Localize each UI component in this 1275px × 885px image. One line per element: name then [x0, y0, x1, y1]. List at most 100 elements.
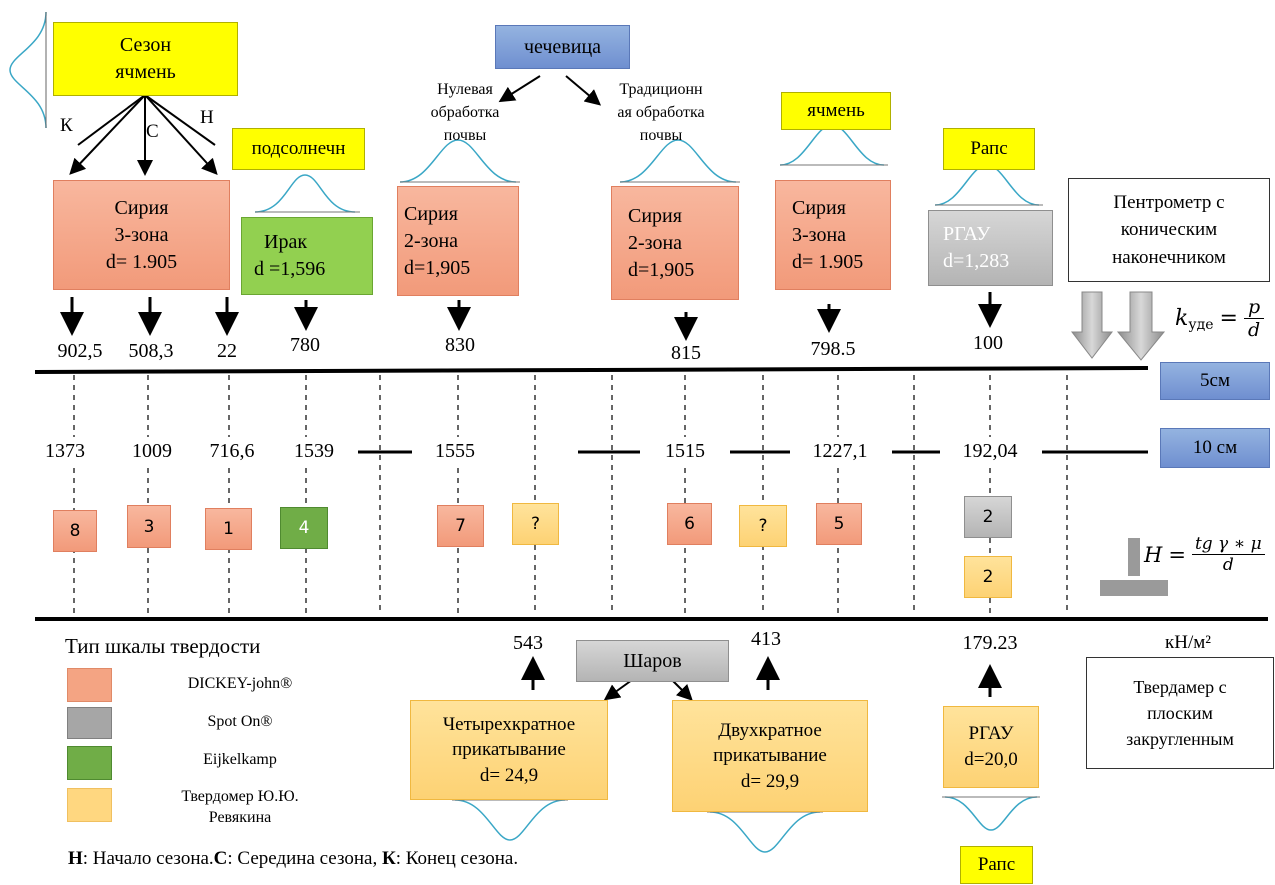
hardness-den: d	[1222, 555, 1234, 575]
up-arrows	[521, 656, 1002, 697]
syria3b-line1: Сирия	[792, 196, 846, 219]
rapeseed-bottom-label: Рапс	[977, 854, 1016, 876]
hardness-meter-label: Твердамер с плоским закругленным	[1126, 676, 1234, 750]
legend-label-eijkelkamp: Eijkelkamp	[203, 751, 277, 768]
rank-box: 7	[437, 505, 484, 547]
penetrometer-arrows	[1070, 291, 1166, 361]
sunflower-label: подсолнечн	[251, 138, 346, 160]
rank-box: 3	[127, 505, 171, 548]
season-barley-box: Сезон ячмень	[53, 22, 238, 96]
penetrometer-formula: k уде = p d	[1175, 296, 1265, 341]
syria2a-line2: 2-зона	[404, 229, 459, 252]
branch-n-line	[144, 94, 218, 175]
value-10cm: 1227,1	[812, 440, 868, 462]
branch-n-letter: Н	[200, 107, 214, 128]
legend-label-dickey: DICKEY-john®	[187, 675, 293, 692]
depth-5cm-label: 5см	[1160, 362, 1270, 400]
sharov-box: Шаров	[576, 640, 729, 682]
value-10cm: 192,04	[962, 440, 1018, 462]
sharov-arrow-left	[603, 679, 633, 701]
lentil-box: чечевица	[495, 25, 630, 69]
rank-box: 4	[280, 507, 328, 549]
value-10cm: 1515	[665, 440, 705, 462]
iraq-line1: Ирак	[264, 231, 308, 253]
syria3-line1: Сирия	[114, 196, 169, 219]
down-arrows	[60, 292, 1002, 341]
four-rolling-box: Четырехкратное прикатывание d= 24,9	[410, 700, 608, 800]
formula-k: k	[1175, 306, 1189, 331]
rank-box: 2	[964, 556, 1012, 598]
rank-box: 2	[964, 496, 1012, 538]
rgau-bottom-box: РГАУ d=20,0	[943, 706, 1039, 788]
value-5cm: 798.5	[810, 338, 856, 360]
syria2a-line3: d=1,905	[404, 256, 471, 279]
syria2a-line1: Сирия	[404, 202, 458, 225]
lentil-arrow-left	[498, 75, 541, 103]
branch-c-letter: С	[146, 121, 159, 142]
branch-k-letter: К	[60, 115, 73, 136]
syria2b-line2: 2-зона	[628, 231, 683, 254]
value-5cm: 830	[445, 334, 475, 356]
rgau-line2: d=1,283	[943, 250, 1010, 272]
formula-sub: уде	[1188, 316, 1214, 333]
syria3-line2: 3-зона	[114, 223, 169, 246]
rapeseed-bottom-box: Рапс	[960, 846, 1033, 884]
hardness-formula: H = tg γ ∗ μ d	[1144, 534, 1265, 575]
legend-swatch-revyakin	[67, 788, 112, 822]
syria-3zone-box: Сирия 3-зона d= 1.905	[53, 180, 230, 290]
rank-box: ?	[512, 503, 559, 545]
syria-2zone-a-box: Сирия 2-зона d=1,905	[397, 186, 519, 296]
legend-swatch-spot-on	[67, 707, 112, 739]
footer-note: Н: Начало сезона.С: Середина сезона, К: …	[68, 848, 519, 869]
bell-curves-bottom	[454, 796, 1038, 853]
legend-label-revyakin: Твердомер Ю.Ю. Ревякина	[181, 788, 299, 826]
two-rolling-box: Двухкратное прикатывание d= 29,9	[672, 700, 868, 812]
hardness-meter-icon	[1100, 538, 1168, 596]
value-5cm: 780	[290, 334, 320, 356]
rgau-box: РГАУ d=1,283	[928, 210, 1053, 286]
legend-swatch-dickey	[67, 668, 112, 702]
value-10cm: 1009	[132, 440, 172, 462]
rank-box: 6	[667, 503, 712, 545]
depth-10cm-label: 10 см	[1160, 428, 1270, 468]
value-5cm: 100	[973, 332, 1003, 354]
rank-box: 8	[53, 510, 97, 552]
formula-den: d	[1247, 319, 1261, 341]
hardness-meter-description: Твердамер с плоским закругленным	[1086, 657, 1274, 769]
syria3b-line3: d= 1.905	[792, 250, 864, 273]
sunflower-box: подсолнечн	[232, 128, 365, 170]
dashed-verticals	[73, 375, 1068, 615]
syria3b-line2: 3-зона	[792, 223, 847, 246]
rapeseed-top-box: Рапс	[943, 128, 1035, 170]
syria2b-line3: d=1,905	[628, 258, 695, 281]
iraq-box: Ирак d =1,596	[241, 217, 373, 295]
unit-label: кН/м²	[1165, 632, 1211, 653]
iraq-line2: d =1,596	[254, 258, 326, 280]
barley-label: ячмень	[807, 100, 865, 122]
value-10cm: 1373	[45, 440, 85, 462]
penetrometer-label: Пентрометр с коническим наконечником	[1112, 191, 1226, 268]
hardness-lhs: H	[1144, 542, 1163, 567]
bottom-value-543: 543	[513, 632, 543, 654]
rgau-line1: РГАУ	[943, 223, 991, 245]
bottom-value-413: 413	[751, 628, 781, 650]
lentil-arrow-right	[565, 75, 602, 106]
hardness-num: tg γ ∗ μ	[1191, 534, 1265, 555]
syria2b-line1: Сирия	[628, 204, 682, 227]
sharov-label: Шаров	[623, 649, 682, 672]
bell-curve-vertical	[9, 11, 47, 129]
rank-box: ?	[739, 505, 787, 547]
value-5cm: 815	[671, 342, 701, 364]
rank-box: 5	[816, 503, 862, 545]
value-10cm: 1555	[435, 440, 475, 462]
value-5cm: 508,3	[128, 340, 174, 362]
value-5cm: 902,5	[57, 340, 103, 362]
syria-3zone-b-box: Сирия 3-зона d= 1.905	[775, 180, 891, 290]
zero-tillage-label: Нулевая обработка почвы	[430, 81, 500, 145]
legend-swatch-eijkelkamp	[67, 746, 112, 780]
legend-label-spot-on: Spot On®	[207, 713, 273, 730]
legend-title: Тип шкалы твердости	[65, 634, 261, 658]
surface-line	[34, 366, 1149, 374]
rapeseed-top-label: Рапс	[970, 138, 1008, 160]
barley-box: ячмень	[781, 92, 891, 130]
